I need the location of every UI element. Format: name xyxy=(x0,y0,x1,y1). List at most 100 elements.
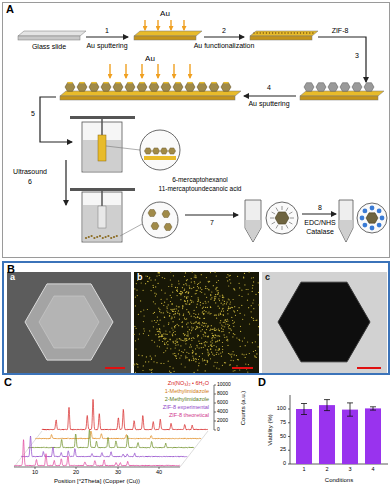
eds-dot xyxy=(170,309,171,310)
eds-dot xyxy=(208,355,209,356)
eds-dot xyxy=(195,353,196,354)
xrd-trace xyxy=(14,440,180,466)
eds-dot xyxy=(179,319,180,320)
coated-crystal xyxy=(152,148,159,154)
eds-dot xyxy=(219,308,220,309)
eds-dot xyxy=(151,290,152,291)
thiol-dot xyxy=(303,32,304,33)
eds-dot xyxy=(177,291,178,292)
reagent-label: 11-mercaptoundecanoic acid xyxy=(159,186,242,193)
eds-dot xyxy=(203,335,204,336)
eds-dot xyxy=(171,316,172,317)
eds-dot xyxy=(216,329,217,330)
eds-dot xyxy=(223,315,224,316)
eds-dot xyxy=(159,272,160,273)
eds-dot xyxy=(227,280,228,281)
eds-dot xyxy=(197,304,198,305)
axis-tick: 10000 xyxy=(217,382,231,387)
zif-crystal xyxy=(364,83,374,92)
eds-dot xyxy=(178,310,179,311)
eds-dot xyxy=(143,290,144,291)
eds-dot xyxy=(182,326,183,327)
eds-dot xyxy=(135,372,136,373)
eds-dot xyxy=(234,311,235,312)
eds-dot xyxy=(174,371,175,372)
eds-dot xyxy=(158,334,159,335)
element-label: Au xyxy=(160,10,170,18)
eds-dot xyxy=(246,354,247,355)
eds-dot xyxy=(197,316,198,317)
eds-dot xyxy=(175,334,176,335)
eds-dot xyxy=(226,336,227,337)
eds-dot xyxy=(134,364,135,365)
eds-dot xyxy=(228,306,229,307)
eds-dot xyxy=(178,283,179,284)
eds-dot xyxy=(142,355,143,356)
eds-dot xyxy=(175,287,176,288)
eds-dot xyxy=(194,322,195,323)
eds-dot xyxy=(217,294,218,295)
eds-dot xyxy=(173,353,174,354)
eds-dot xyxy=(189,329,190,330)
eds-dot xyxy=(227,320,228,321)
eds-dot xyxy=(151,320,152,321)
axis-tick: 0 xyxy=(217,427,220,432)
eds-dot xyxy=(205,303,206,304)
coated-crystal xyxy=(164,224,172,231)
eds-dot xyxy=(138,339,139,340)
eds-dot xyxy=(173,341,174,342)
particle xyxy=(102,237,104,239)
gold-cap xyxy=(104,82,109,84)
step-label: ZIF-8 xyxy=(332,27,349,34)
eds-dot xyxy=(253,320,254,321)
eds-dot xyxy=(184,335,185,336)
eds-dot xyxy=(220,314,221,315)
coated-crystal xyxy=(161,83,171,92)
eds-dot xyxy=(206,297,207,298)
eds-dot xyxy=(198,335,199,336)
eds-dot xyxy=(216,352,217,353)
axis-tick-mark xyxy=(76,467,77,469)
eds-dot xyxy=(224,301,225,302)
eds-dot xyxy=(227,319,228,320)
eds-dot xyxy=(230,301,231,302)
eds-dot xyxy=(223,311,224,312)
eds-dot xyxy=(253,299,254,300)
eds-dot xyxy=(175,340,176,341)
axis-tick-mark xyxy=(288,436,290,437)
eds-dot xyxy=(229,275,230,276)
eds-dot xyxy=(226,321,227,322)
eds-dot xyxy=(244,314,245,315)
eds-dot xyxy=(251,277,252,278)
zoom-circle xyxy=(142,202,178,238)
eds-dot xyxy=(199,348,200,349)
thiol-dot xyxy=(275,32,276,33)
eds-dot xyxy=(192,356,193,357)
eds-dot xyxy=(217,362,218,363)
eds-dot xyxy=(210,349,211,350)
eds-dot xyxy=(186,284,187,285)
eds-dot xyxy=(201,289,202,290)
eds-dot xyxy=(207,327,208,328)
eds-dot xyxy=(200,291,201,292)
axis-tick-mark xyxy=(288,464,290,465)
slide-top xyxy=(60,91,241,96)
eds-dot xyxy=(221,331,222,332)
eds-dot xyxy=(162,277,163,278)
crystal-tem xyxy=(278,282,370,362)
eds-dot xyxy=(205,288,206,289)
eds-dot xyxy=(258,304,259,305)
eds-dot xyxy=(195,348,196,349)
eds-dot xyxy=(235,315,236,316)
eds-dot xyxy=(204,360,205,361)
eds-dot xyxy=(189,287,190,288)
eds-dot xyxy=(172,311,173,312)
eds-dot xyxy=(230,328,231,329)
eds-dot xyxy=(160,336,161,337)
eds-dot xyxy=(213,345,214,346)
axis-tick: 75 xyxy=(280,420,286,426)
eds-dot xyxy=(240,331,241,332)
eds-dot xyxy=(159,275,160,276)
particle xyxy=(96,236,98,238)
eds-dot xyxy=(191,338,192,339)
